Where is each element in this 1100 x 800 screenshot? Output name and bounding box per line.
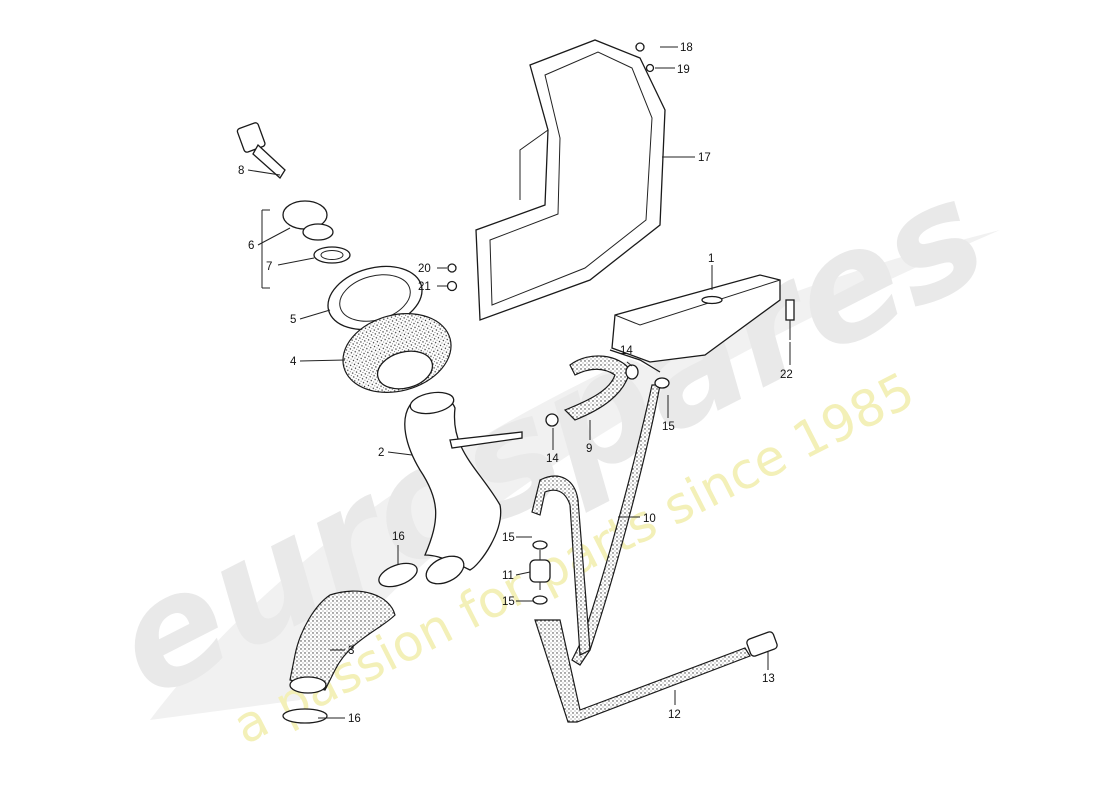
part-1-tank xyxy=(609,274,781,373)
part-12-hose xyxy=(534,619,751,723)
part-16-clamp-lower xyxy=(282,708,328,724)
callout-14-upper: 14 xyxy=(620,345,633,357)
part-16-clamp-upper xyxy=(378,562,418,588)
part-15-clamp-b xyxy=(532,595,548,605)
callout-11: 11 xyxy=(502,570,514,582)
part-17-cover xyxy=(475,39,666,321)
part-6-cap-assembly xyxy=(282,200,334,241)
part-14-clamp-a xyxy=(545,413,559,427)
callout-18: 18 xyxy=(680,42,693,54)
part-10-vent-hose xyxy=(531,384,661,666)
callout-21: 21 xyxy=(418,281,431,293)
callout-1: 1 xyxy=(708,253,714,265)
part-15-clamp-a xyxy=(532,540,548,550)
part-22-bolt xyxy=(785,299,795,340)
callout-15-lower: 15 xyxy=(502,596,515,608)
part-4-filler-neck xyxy=(342,313,452,393)
callout-6: 6 xyxy=(248,240,254,252)
callout-19: 19 xyxy=(677,64,690,76)
callout-13: 13 xyxy=(762,673,775,685)
part-7-seal xyxy=(313,246,351,264)
part-2-filler-pipe xyxy=(404,391,523,585)
callout-15-middle: 15 xyxy=(502,532,515,544)
callout-20: 20 xyxy=(418,263,431,275)
part-19-screw xyxy=(645,63,655,73)
callout-7: 7 xyxy=(266,261,272,273)
callout-10: 10 xyxy=(643,513,656,525)
callout-labels: 18 19 17 1 22 8 6 7 20 21 5 4 14 2 14 9 … xyxy=(238,42,793,725)
callout-22: 22 xyxy=(780,369,793,381)
callout-16-upper: 16 xyxy=(392,531,405,543)
leader-lines xyxy=(247,46,791,719)
callout-16-lower: 16 xyxy=(348,713,361,725)
callout-2: 2 xyxy=(378,447,384,459)
callout-3: 3 xyxy=(348,645,354,657)
callout-15-upper: 15 xyxy=(662,421,675,433)
part-21-washer xyxy=(446,280,458,292)
callout-14-lower: 14 xyxy=(546,453,559,465)
part-14-clamp-b xyxy=(625,364,639,380)
callout-12: 12 xyxy=(668,709,681,721)
callout-4: 4 xyxy=(290,356,297,368)
part-20-nut xyxy=(447,263,457,273)
callout-5: 5 xyxy=(290,314,296,326)
part-8-filler-cap-lock xyxy=(236,122,286,179)
callout-8: 8 xyxy=(238,165,244,177)
part-11-valve xyxy=(529,550,551,590)
callout-9: 9 xyxy=(586,443,592,455)
part-13-fitting xyxy=(746,631,778,657)
part-3-corrugated-hose xyxy=(289,590,396,694)
callout-17: 17 xyxy=(698,152,711,164)
part-18-washer xyxy=(635,42,645,52)
part-15-clamp-c xyxy=(654,377,670,389)
part-9-hose xyxy=(563,355,631,421)
